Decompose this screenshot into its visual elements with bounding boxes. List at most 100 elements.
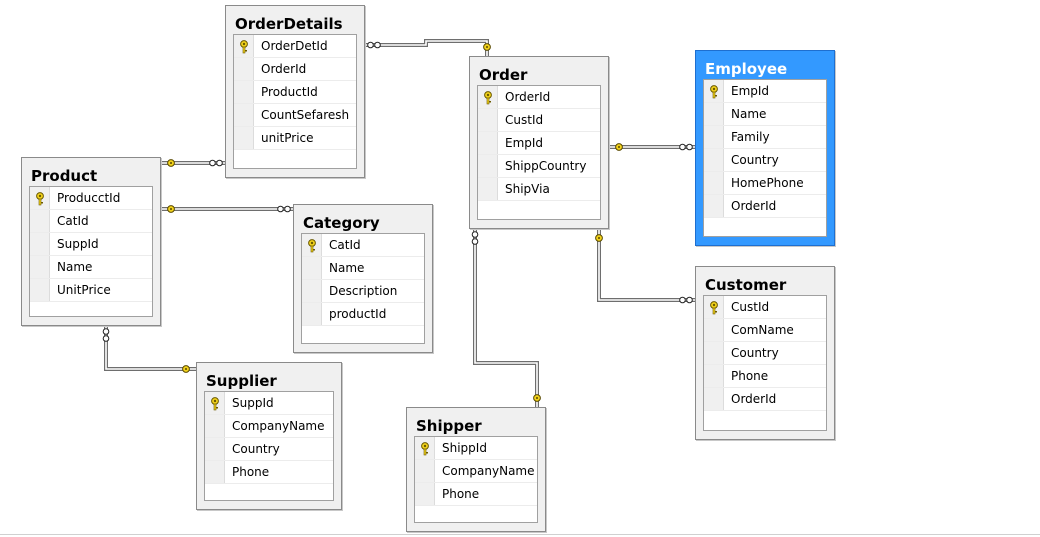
row-selector[interactable] bbox=[234, 35, 254, 57]
column-row[interactable]: Country bbox=[704, 342, 826, 365]
column-row[interactable]: SuppId bbox=[205, 392, 333, 415]
relationship-product-supplier[interactable] bbox=[102, 326, 196, 373]
row-selector[interactable] bbox=[704, 388, 724, 410]
row-selector[interactable] bbox=[704, 126, 724, 148]
column-row[interactable]: Description bbox=[302, 280, 424, 303]
row-selector[interactable] bbox=[234, 58, 254, 80]
column-name: ShipVia bbox=[505, 182, 550, 196]
relationship-product-category[interactable] bbox=[161, 205, 293, 213]
row-selector[interactable] bbox=[30, 187, 50, 209]
table-title: Customer bbox=[705, 276, 787, 294]
row-selector[interactable] bbox=[704, 172, 724, 194]
row-selector[interactable] bbox=[478, 132, 498, 154]
row-selector[interactable] bbox=[478, 155, 498, 177]
row-selector[interactable] bbox=[30, 256, 50, 278]
row-selector[interactable] bbox=[205, 438, 225, 460]
column-name: CompanyName bbox=[442, 464, 535, 478]
column-row[interactable]: ShippId bbox=[415, 437, 537, 460]
column-row[interactable]: OrderDetId bbox=[234, 35, 356, 58]
row-selector[interactable] bbox=[205, 415, 225, 437]
primary-key-icon bbox=[35, 191, 45, 206]
column-row[interactable]: SuppId bbox=[30, 233, 152, 256]
row-selector[interactable] bbox=[704, 342, 724, 364]
column-row[interactable]: Phone bbox=[415, 483, 537, 506]
row-selector[interactable] bbox=[704, 80, 724, 102]
column-row[interactable]: UnitPrice bbox=[30, 279, 152, 302]
column-name: CustId bbox=[731, 300, 770, 314]
column-row[interactable]: CompanyName bbox=[205, 415, 333, 438]
column-row[interactable]: CustId bbox=[478, 109, 600, 132]
row-selector[interactable] bbox=[234, 127, 254, 149]
column-row[interactable]: CatId bbox=[30, 210, 152, 233]
relationship-order-customer[interactable] bbox=[595, 229, 695, 304]
row-selector[interactable] bbox=[302, 234, 322, 256]
column-row[interactable]: Name bbox=[704, 103, 826, 126]
row-selector[interactable] bbox=[704, 319, 724, 341]
row-selector[interactable] bbox=[415, 437, 435, 459]
column-row[interactable]: ProductId bbox=[234, 81, 356, 104]
row-selector[interactable] bbox=[415, 460, 435, 482]
column-row[interactable]: OrderId bbox=[234, 58, 356, 81]
column-row[interactable]: Family bbox=[704, 126, 826, 149]
column-row[interactable]: Name bbox=[30, 256, 152, 279]
relationship-product-orderdetails[interactable] bbox=[161, 159, 225, 167]
column-row[interactable]: ProducctId bbox=[30, 187, 152, 210]
column-row[interactable]: unitPrice bbox=[234, 127, 356, 150]
column-row[interactable]: EmpId bbox=[478, 132, 600, 155]
column-row[interactable]: Country bbox=[205, 438, 333, 461]
row-selector[interactable] bbox=[704, 149, 724, 171]
column-name: ProductId bbox=[261, 85, 318, 99]
column-row[interactable]: ShippCountry bbox=[478, 155, 600, 178]
row-selector[interactable] bbox=[205, 392, 225, 414]
column-row[interactable]: ComName bbox=[704, 319, 826, 342]
column-row[interactable]: Phone bbox=[704, 365, 826, 388]
row-selector[interactable] bbox=[704, 296, 724, 318]
column-row[interactable]: Country bbox=[704, 149, 826, 172]
row-selector[interactable] bbox=[30, 279, 50, 301]
row-selector[interactable] bbox=[478, 178, 498, 200]
column-name: Phone bbox=[442, 487, 480, 501]
column-row[interactable]: productId bbox=[302, 303, 424, 326]
row-selector[interactable] bbox=[478, 86, 498, 108]
row-selector[interactable] bbox=[205, 461, 225, 483]
row-selector[interactable] bbox=[704, 195, 724, 217]
column-row[interactable]: Name bbox=[302, 257, 424, 280]
column-row[interactable]: CompanyName bbox=[415, 460, 537, 483]
column-row[interactable]: Phone bbox=[205, 461, 333, 484]
row-selector[interactable] bbox=[478, 109, 498, 131]
column-row[interactable]: ShipVia bbox=[478, 178, 600, 201]
relationship-order-shipper[interactable] bbox=[471, 229, 541, 407]
row-selector[interactable] bbox=[704, 365, 724, 387]
row-selector[interactable] bbox=[302, 303, 322, 325]
column-row[interactable]: OrderId bbox=[478, 86, 600, 109]
relationship-key-icon bbox=[595, 234, 603, 242]
row-selector[interactable] bbox=[30, 210, 50, 232]
relationship-orderdetails-order[interactable] bbox=[365, 39, 491, 56]
row-selector[interactable] bbox=[302, 280, 322, 302]
row-selector[interactable] bbox=[234, 81, 254, 103]
column-row[interactable]: HomePhone bbox=[704, 172, 826, 195]
row-selector[interactable] bbox=[30, 233, 50, 255]
row-selector[interactable] bbox=[415, 483, 435, 505]
column-row[interactable]: EmpId bbox=[704, 80, 826, 103]
column-name: OrderId bbox=[731, 199, 777, 213]
row-selector[interactable] bbox=[302, 257, 322, 279]
column-row[interactable]: CountSefaresh bbox=[234, 104, 356, 127]
column-row[interactable]: OrderId bbox=[704, 195, 826, 218]
column-row[interactable]: OrderId bbox=[704, 388, 826, 411]
row-selector[interactable] bbox=[234, 104, 254, 126]
column-name: Phone bbox=[731, 369, 769, 383]
row-selector[interactable] bbox=[704, 103, 724, 125]
column-row[interactable]: CustId bbox=[704, 296, 826, 319]
relationship-order-employee[interactable] bbox=[609, 143, 695, 151]
column-row[interactable]: CatId bbox=[302, 234, 424, 257]
